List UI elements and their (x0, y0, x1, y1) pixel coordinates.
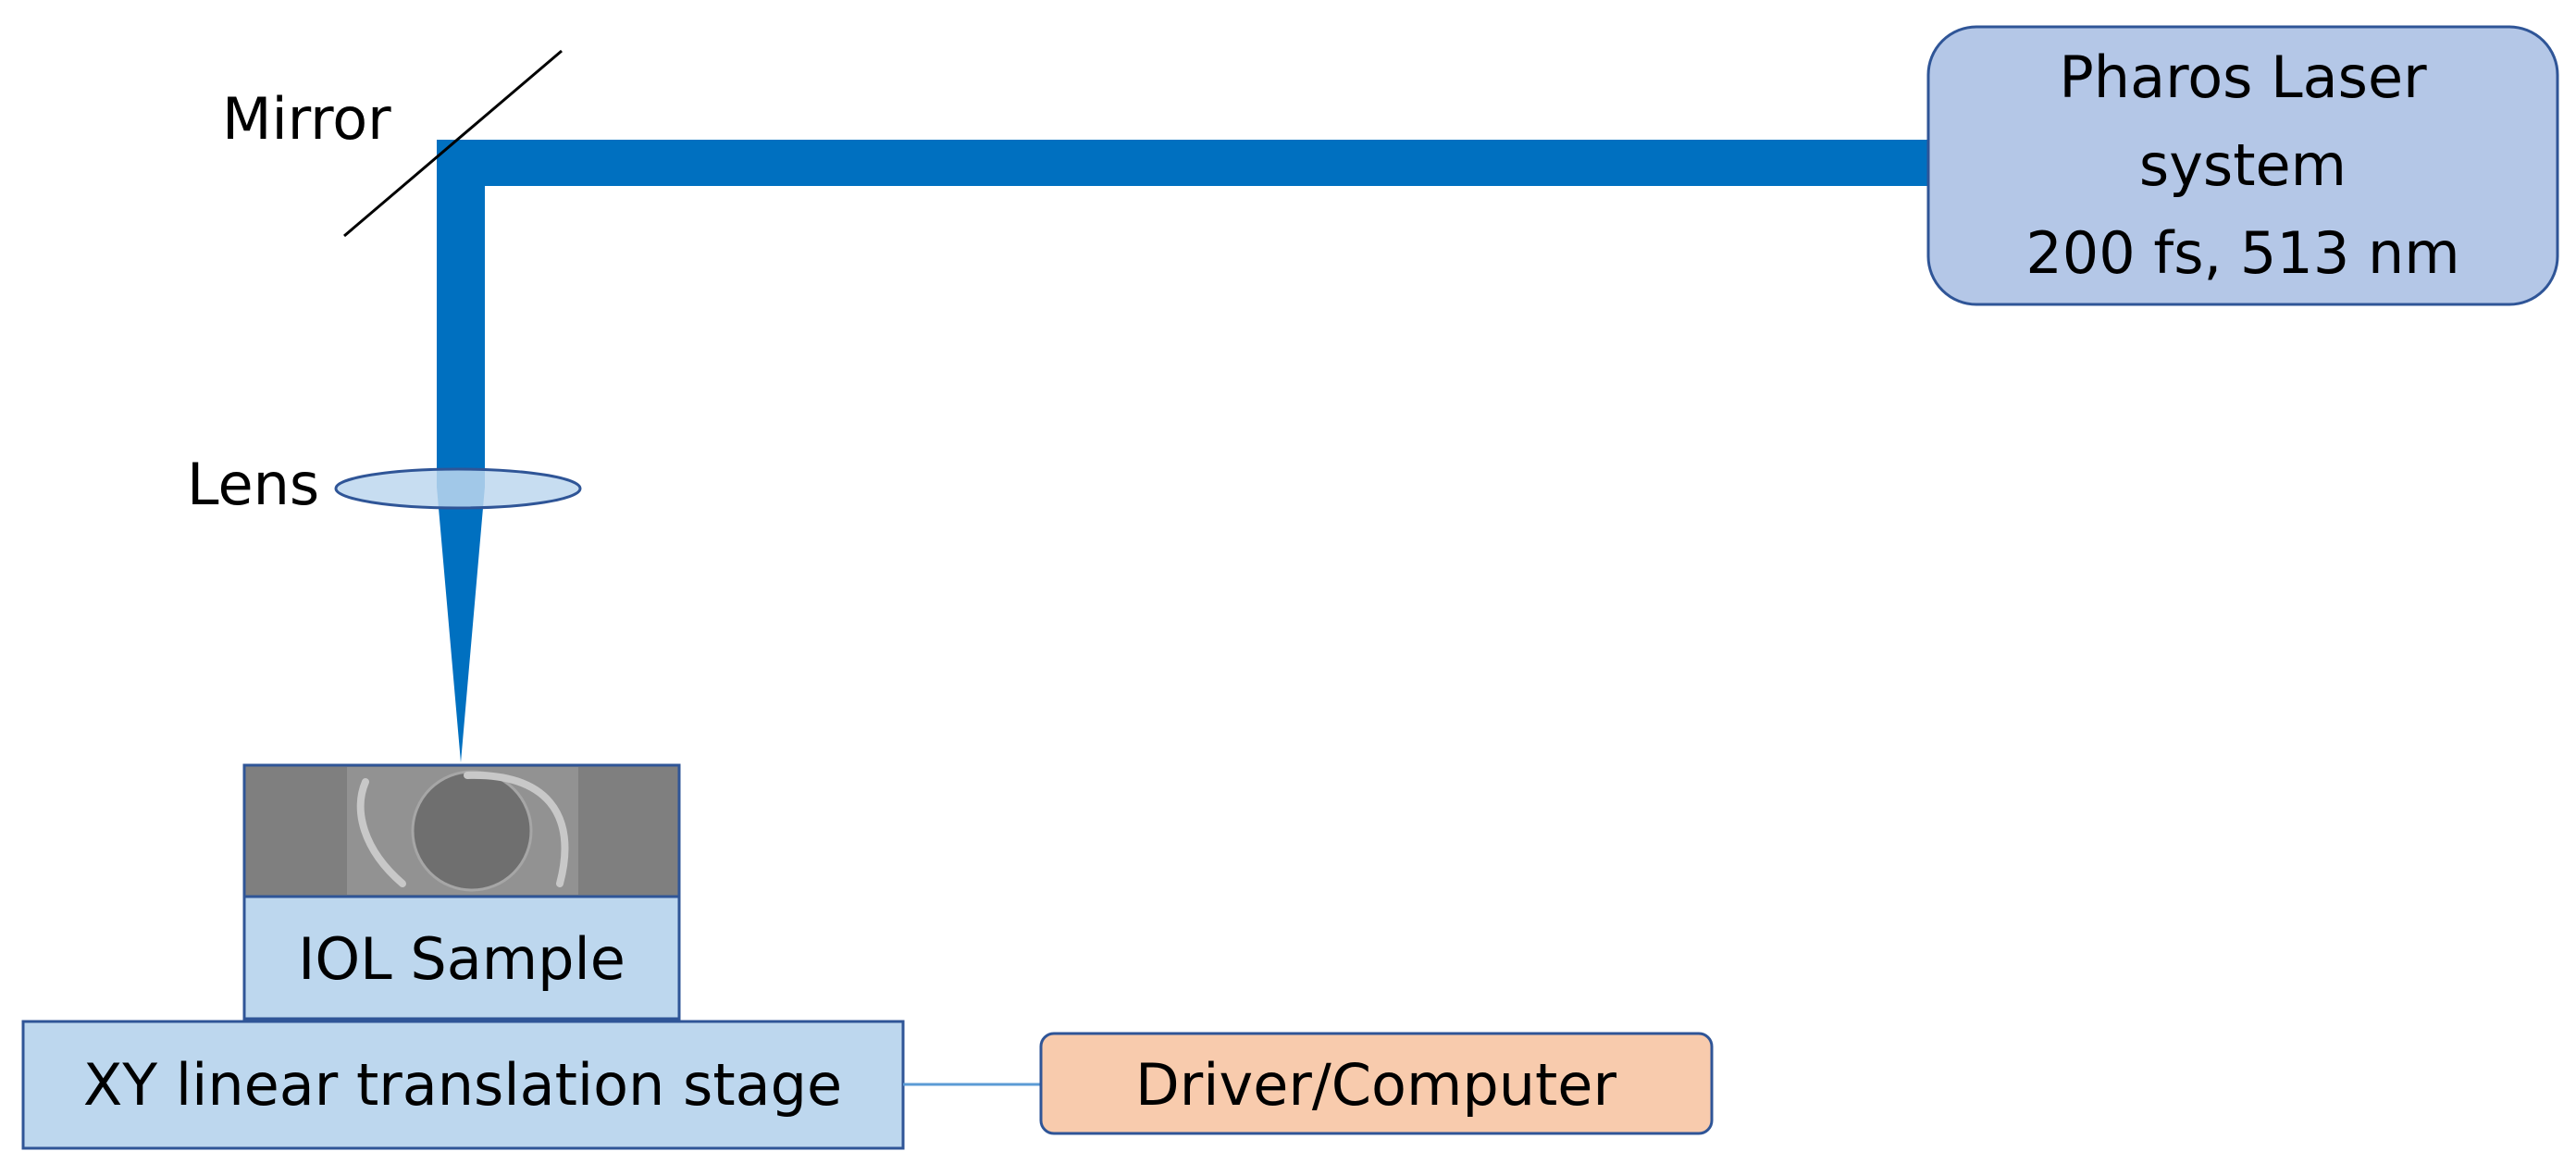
focused-beam-cone (437, 487, 485, 762)
iol-sample-box-shape (242, 895, 681, 1021)
driver-computer-box: Driver/Computer (1039, 1032, 1714, 1135)
xy-stage-box: XY linear translation stage (21, 1020, 905, 1150)
mirror-label: Mirror (222, 85, 391, 153)
laser-system-label-line3: 200 fs, 513 nm (2025, 219, 2459, 287)
iol-haptic-left (356, 778, 406, 887)
mirror-line (343, 49, 563, 238)
driver-computer-box-shape (1039, 1032, 1714, 1135)
iol-optic-disc (411, 770, 533, 892)
laser-beam-vertical (437, 140, 485, 487)
lens-label: Lens (187, 451, 319, 518)
lens-shape (334, 467, 582, 510)
laser-system-label-line2: system (2139, 131, 2347, 199)
laser-system-box-shape (1926, 25, 2559, 306)
xy-stage-label: XY linear translation stage (83, 1051, 842, 1119)
laser-beam-horizontal (437, 140, 1934, 186)
laser-system-label-line1: Pharos Laser (2059, 43, 2427, 111)
iol-sample-box: IOL Sample (242, 895, 681, 1021)
iol-sample-label: IOL Sample (298, 925, 625, 993)
driver-computer-label: Driver/Computer (1135, 1051, 1616, 1119)
laser-system-box: Pharos Laser system 200 fs, 513 nm (1926, 25, 2559, 306)
iol-sample-photo (242, 763, 681, 898)
xy-stage-box-shape (21, 1020, 905, 1150)
iol-haptic-right (464, 771, 569, 887)
